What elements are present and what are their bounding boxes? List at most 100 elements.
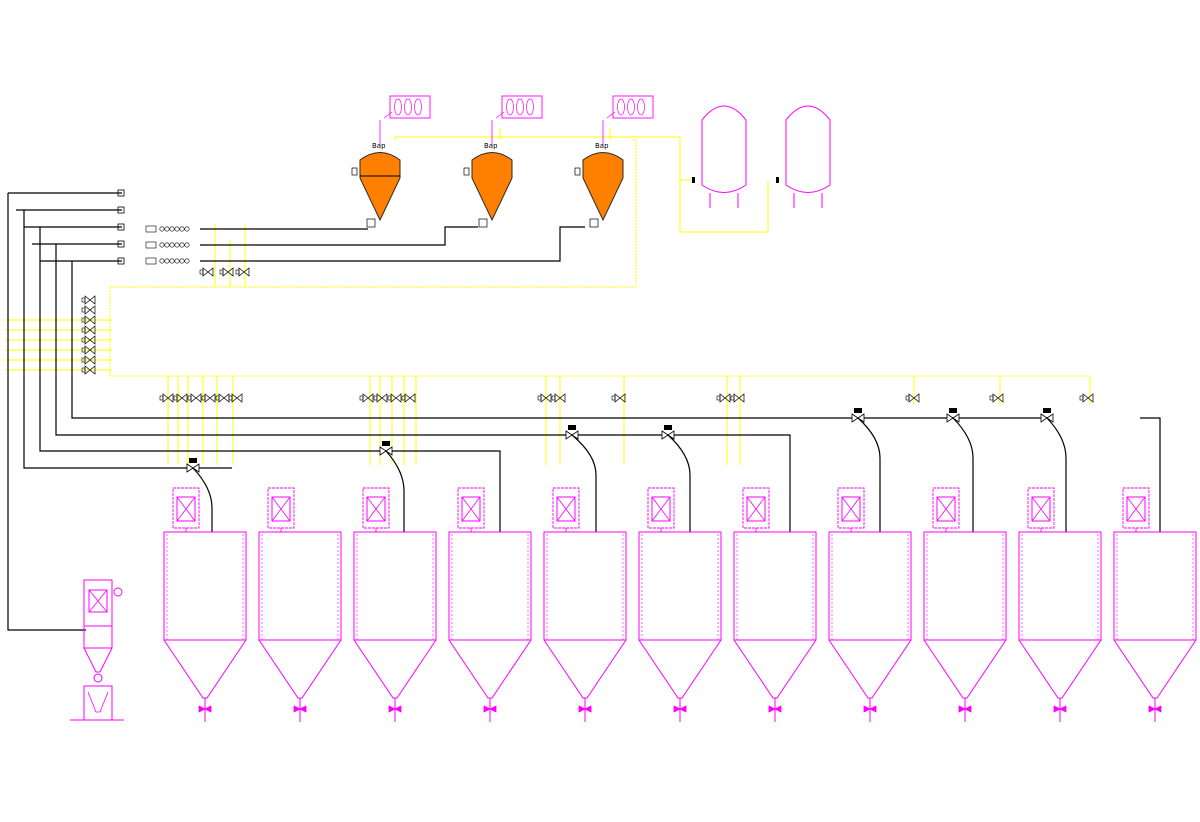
manifold-valve-icon[interactable]	[81, 335, 96, 345]
silo-4[interactable]	[448, 487, 532, 722]
valve-actuator	[215, 395, 220, 401]
air-valve-icon[interactable]	[611, 393, 626, 403]
hose-coupling	[145, 241, 157, 249]
manifold-valve-icon[interactable]	[81, 325, 96, 335]
day-hopper-1[interactable]: Bap	[351, 120, 401, 228]
silo-cone	[1018, 639, 1102, 699]
valve-actuator	[187, 395, 192, 401]
filter-cartridge	[404, 98, 412, 116]
air-valve-icon[interactable]	[905, 393, 920, 403]
air-valve-icon[interactable]	[173, 393, 188, 403]
air-valve-icon[interactable]	[187, 393, 202, 403]
dryer-station[interactable]	[70, 579, 124, 721]
valve-actuator	[228, 395, 233, 401]
flex-hose-coil	[174, 258, 180, 264]
filter-icon	[389, 95, 431, 119]
valve-body	[404, 393, 416, 403]
loader-drop-line	[571, 434, 597, 532]
silo-2[interactable]	[258, 487, 342, 722]
air-valve-icon[interactable]	[401, 393, 416, 403]
air-valve-icon[interactable]	[989, 393, 1004, 403]
diverter-valve-icon[interactable]	[379, 441, 393, 456]
valve-actuator	[905, 395, 910, 401]
loader-filter-cross	[746, 496, 766, 522]
diverter-body	[186, 463, 200, 473]
air-valve-icon[interactable]	[537, 393, 552, 403]
diverter-valve-icon[interactable]	[186, 458, 200, 473]
loader-drop-line	[952, 417, 974, 532]
silo-11[interactable]	[1113, 487, 1197, 722]
air-lines	[5, 128, 1091, 465]
silo-8[interactable]	[828, 487, 912, 722]
filter-inlet	[606, 111, 616, 119]
diverter-valve-icon[interactable]	[661, 425, 675, 440]
silo-10[interactable]	[1018, 487, 1102, 722]
silo-cone	[258, 639, 342, 699]
valve-body	[238, 267, 250, 277]
air-valve-icon[interactable]	[716, 393, 731, 403]
manifold-valve-icon[interactable]	[81, 295, 96, 305]
silo-6[interactable]	[638, 487, 722, 722]
manifold-valve-icon[interactable]	[81, 355, 96, 365]
silo-7[interactable]	[733, 487, 817, 722]
air-valve-icon[interactable]	[215, 393, 230, 403]
silo-1[interactable]	[163, 487, 247, 722]
air-valve-icon[interactable]	[201, 393, 216, 403]
valve-body	[222, 267, 234, 277]
loader-filter-cross	[841, 496, 861, 522]
air-valve-icon[interactable]	[359, 393, 374, 403]
loader-filter-box	[1031, 496, 1051, 522]
flex-hose-coil	[159, 226, 165, 232]
valve-actuator	[387, 395, 392, 401]
valve-body	[204, 393, 216, 403]
valve-icon[interactable]	[199, 267, 214, 277]
air-valve-icon[interactable]	[159, 393, 174, 403]
valve-icon[interactable]	[235, 267, 250, 277]
manifold-valve-icon[interactable]	[81, 305, 96, 315]
day-hopper-3[interactable]: Bap	[574, 120, 624, 228]
manifold-valve-icon[interactable]	[81, 365, 96, 375]
valve-actuator	[173, 395, 178, 401]
valve-actuator	[235, 269, 240, 275]
dryer-icon	[83, 579, 113, 627]
air-valve-icon[interactable]	[228, 393, 243, 403]
silo-3[interactable]	[353, 487, 437, 722]
valve-body	[218, 393, 230, 403]
silo-9[interactable]	[923, 487, 1007, 722]
storage-tank-2	[776, 105, 831, 208]
hopper-tag-label: Bap	[484, 142, 498, 150]
diverter-valve-icon[interactable]	[851, 408, 865, 423]
air-filter-drops	[214, 224, 246, 287]
filter-cartridge	[394, 98, 402, 116]
air-valve-icon[interactable]	[551, 393, 566, 403]
hopper-icon	[359, 152, 401, 222]
flex-hose-coil	[184, 258, 190, 264]
conveying-line-3	[55, 244, 668, 436]
manifold-valve-icon[interactable]	[81, 345, 96, 355]
valve-actuator	[551, 395, 556, 401]
discharge-valve-icon	[478, 218, 488, 228]
diverter-valve-icon[interactable]	[1040, 408, 1054, 423]
air-valve-icon[interactable]	[730, 393, 745, 403]
diverter-valve-icon[interactable]	[946, 408, 960, 423]
day-hopper-2[interactable]: Bap	[463, 120, 513, 228]
air-valve-icon[interactable]	[1079, 393, 1094, 403]
diverter-actuator	[568, 425, 576, 430]
silo-icon	[543, 531, 627, 641]
air-valve-icon[interactable]	[387, 393, 402, 403]
valve-actuator	[81, 347, 86, 353]
loader-filter-box	[556, 496, 576, 522]
air-valve-icon[interactable]	[373, 393, 388, 403]
valve-body	[719, 393, 731, 403]
dryer-hopper	[83, 625, 113, 649]
manifold-valve-icon[interactable]	[81, 315, 96, 325]
loader-filter-box	[841, 496, 861, 522]
storage-tank-1	[692, 105, 747, 208]
valve-icon[interactable]	[219, 267, 234, 277]
diverter-actuator	[189, 458, 197, 463]
valve-actuator	[81, 367, 86, 373]
diverter-valve-icon[interactable]	[565, 425, 579, 440]
silo-5[interactable]	[543, 487, 627, 722]
loader-filter-box	[651, 496, 671, 522]
silo-cone	[733, 639, 817, 699]
